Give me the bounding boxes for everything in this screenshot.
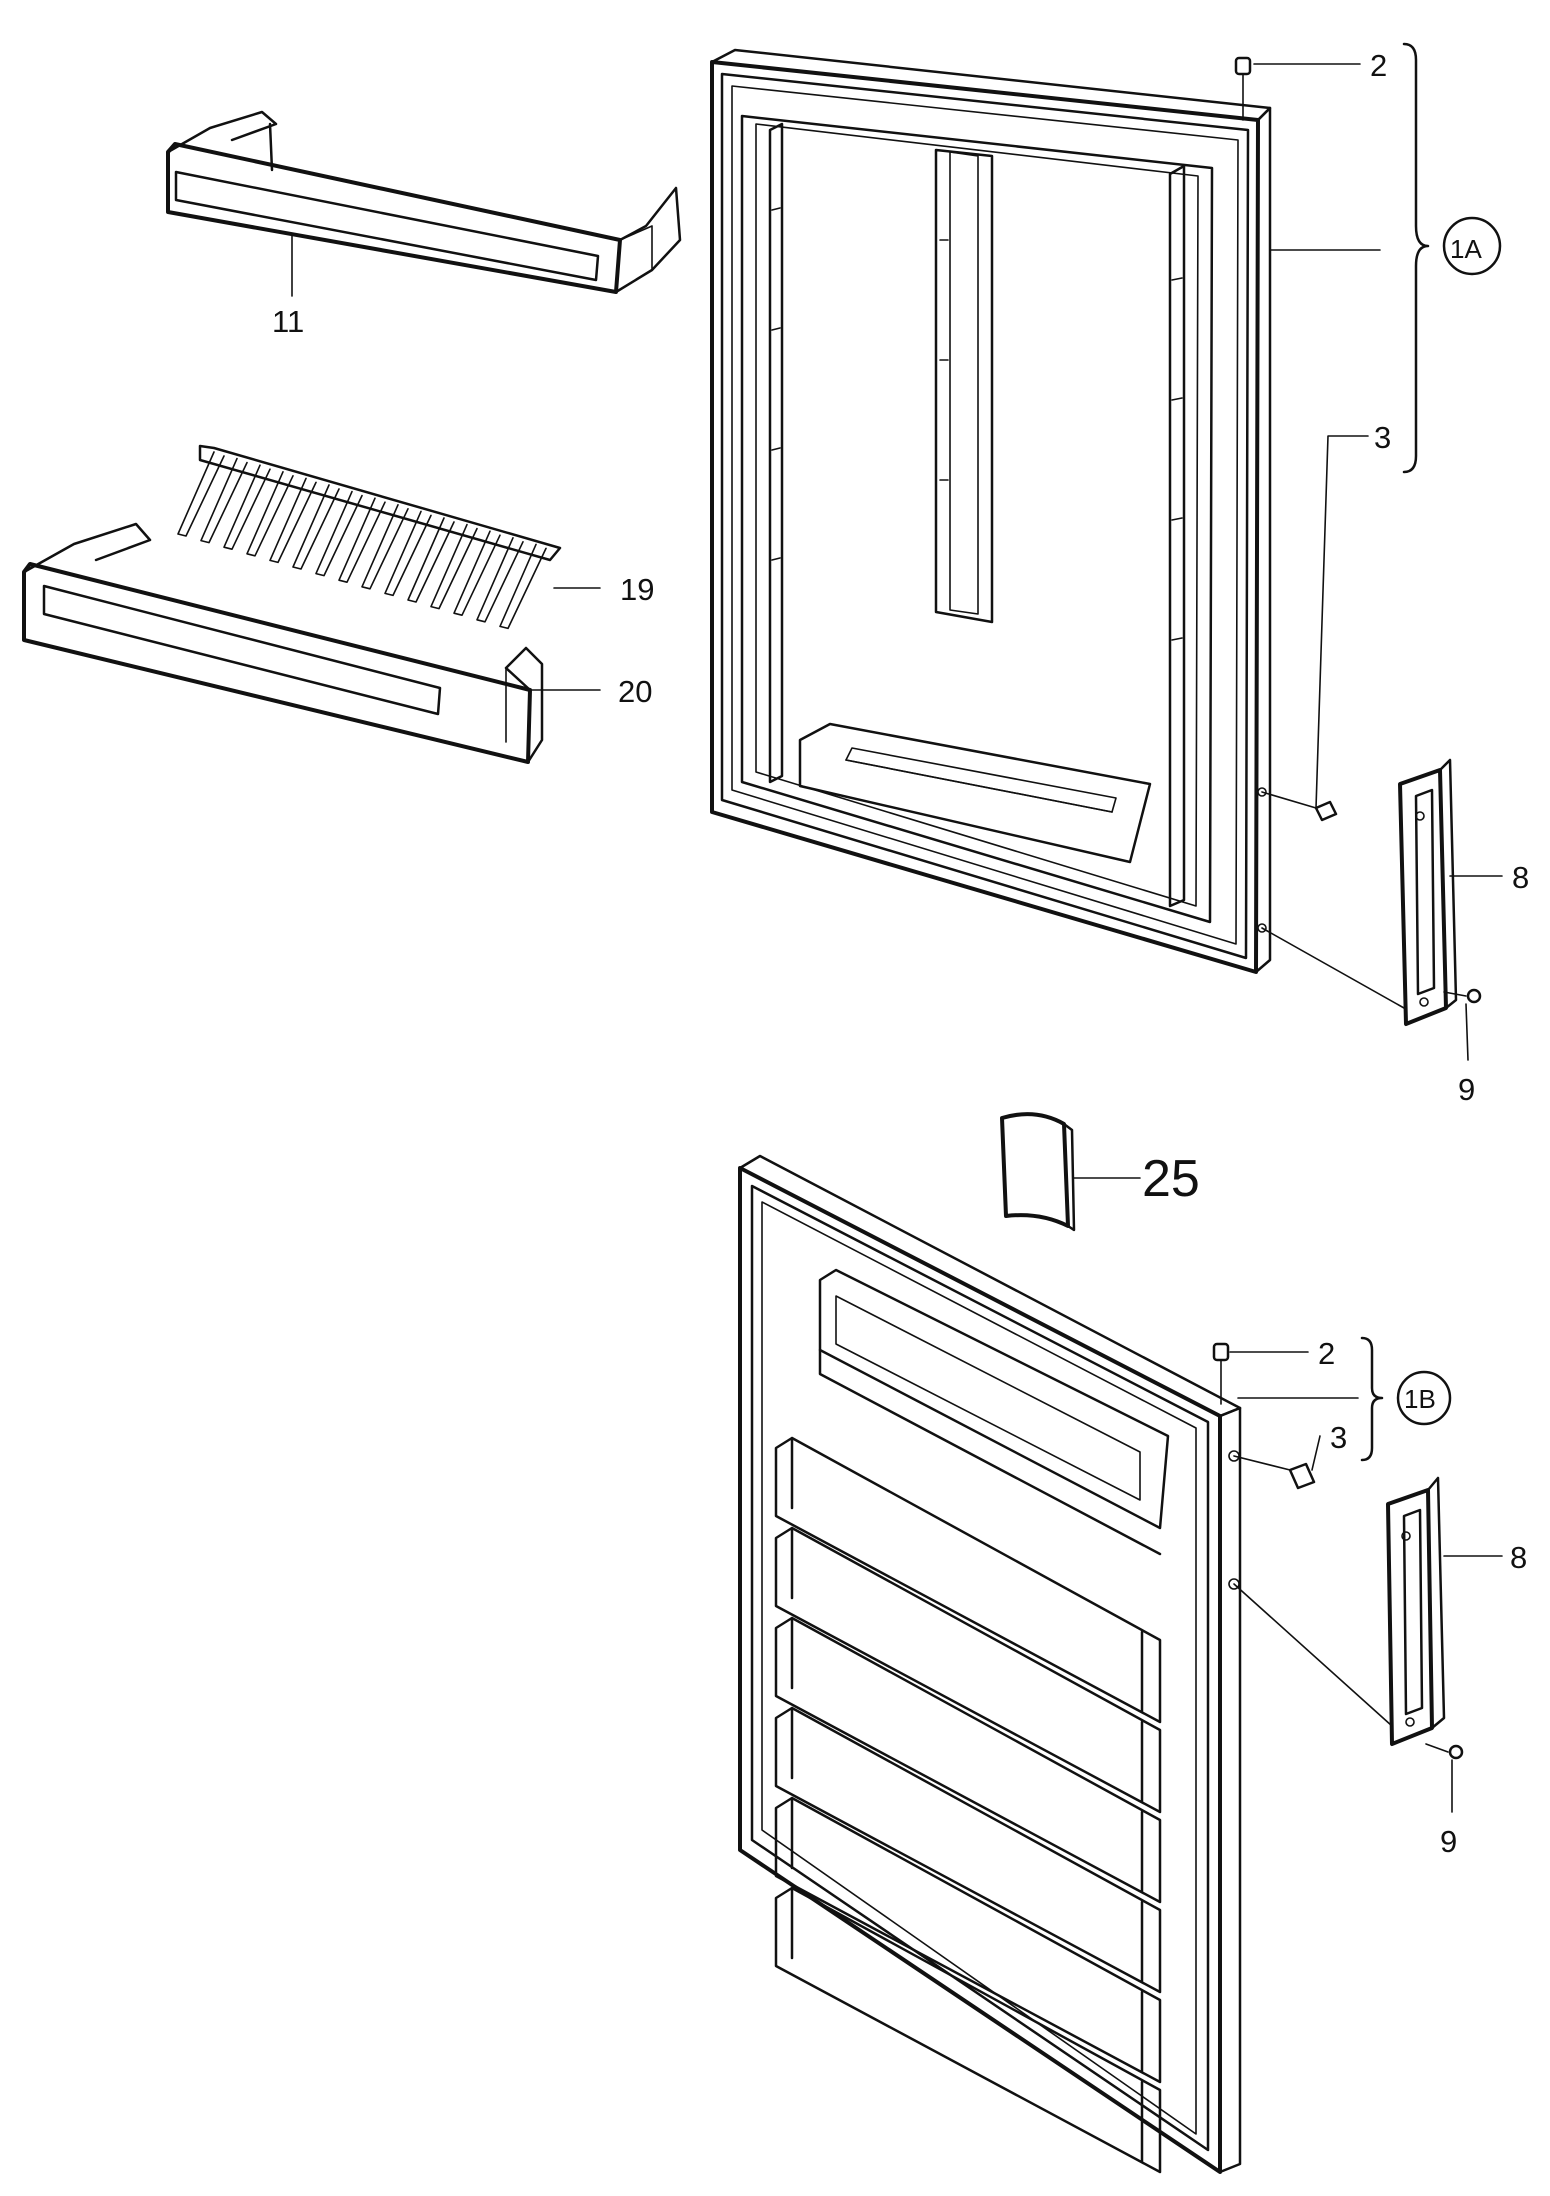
door-shelf-part-11 [166,110,682,294]
comb-tooth [476,537,524,623]
brace-1B [1360,1336,1384,1462]
comb-tooth [407,517,455,603]
freezer-shelf-bar [774,1886,1162,2174]
label-8-top: 8 [1512,860,1529,895]
cover-strip-part-25 [1000,1112,1076,1232]
lower-door-assembly [738,1154,1242,2174]
label-1B: 1B [1404,1384,1436,1414]
label-11: 11 [272,304,304,339]
comb-tooth [315,490,363,577]
label-2-bottom: 2 [1318,1336,1335,1371]
door-handle-upper [1261,758,1458,1026]
freezer-shelf-bar [774,1616,1162,1904]
comb-tooth [177,451,225,537]
comb-tooth [384,510,432,597]
comb-tooth [246,471,294,557]
label-3-top: 3 [1374,420,1391,455]
comb-tooth [223,464,271,550]
screw-9-upper [1443,988,1482,1004]
freezer-shelf-bar [774,1436,1162,1724]
comb-tooth [338,497,386,583]
upper-door-assembly [710,48,1272,974]
label-1A: 1A [1450,234,1482,264]
door-handle-lower [1233,1476,1446,1746]
egg-rack-part-19 [177,444,562,630]
screw-lower [1233,1455,1316,1490]
label-2-top: 2 [1370,48,1387,83]
freezer-shelf-bar [774,1796,1162,2084]
freezer-shelf-bar [774,1706,1162,1994]
comb-tooth [499,543,547,630]
hinge-pin-top [1234,56,1252,121]
door-shelf-part-20 [22,522,544,764]
callout-circle-1A [1442,216,1502,276]
leader-lines [291,63,1503,1813]
label-8-bottom: 8 [1510,1540,1527,1575]
label-20: 20 [618,674,652,709]
brace-1A [1402,42,1430,474]
screw-9-lower [1425,1743,1464,1760]
comb-tooth [292,484,340,570]
comb-tooth [200,457,248,544]
label-25: 25 [1142,1150,1200,1208]
comb-tooth [361,504,409,590]
label-19: 19 [620,572,654,607]
comb-tooth [269,477,317,564]
callout-circle-1B [1396,1370,1452,1426]
hinge-pin-bottom [1212,1342,1230,1405]
label-9-top: 9 [1458,1072,1475,1107]
freezer-shelf-bar [774,1526,1162,1814]
screw-upper [1261,791,1338,822]
comb-tooth [453,530,501,616]
label-9-bottom: 9 [1440,1824,1457,1859]
comb-tooth [430,523,478,610]
label-3-bottom: 3 [1330,1420,1347,1455]
